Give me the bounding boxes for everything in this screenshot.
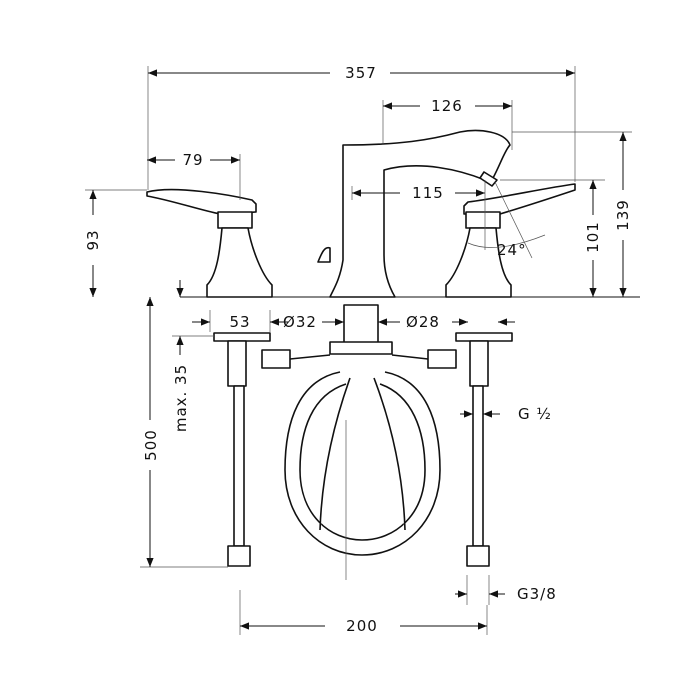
label-handle-reach: 79	[182, 151, 203, 169]
label-handle-height: 93	[84, 229, 102, 250]
label-spout-reach: 126	[431, 97, 463, 115]
label-overall-width: 357	[345, 64, 377, 82]
label-shank-diameter: Ø28	[406, 313, 440, 331]
label-max-deck-thickness: max. 35	[172, 364, 190, 432]
left-handle	[146, 188, 273, 298]
label-hose-length: 500	[142, 429, 160, 461]
label-spout-base-diameter: Ø32	[283, 313, 317, 331]
right-handle	[445, 183, 576, 298]
under-deck-assembly	[213, 304, 513, 580]
label-spout-height: 139	[614, 199, 632, 231]
label-outlet-angle: 24°	[497, 241, 527, 259]
label-connection-thread: G3/8	[517, 585, 557, 603]
label-outlet-offset: 115	[412, 184, 444, 202]
label-outlet-height: 101	[584, 221, 602, 253]
dimension-lines	[85, 66, 632, 635]
label-inlet-thread: G ½	[518, 405, 552, 423]
label-handle-spacing: 200	[346, 617, 378, 635]
label-handle-base-diameter: 53	[229, 313, 250, 331]
